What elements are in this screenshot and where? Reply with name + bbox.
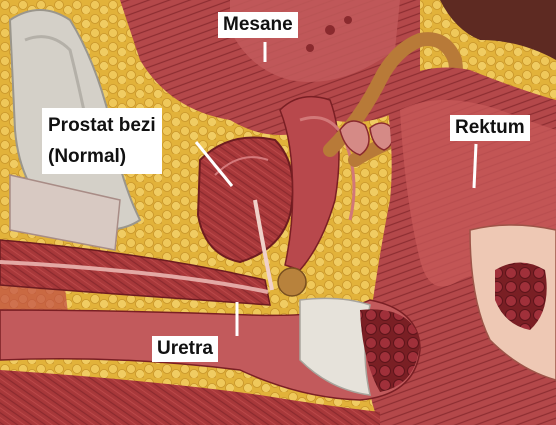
bladder-texture-dot: [344, 16, 352, 24]
rectum-leader-line: [474, 144, 476, 188]
prostate-label-line1: Prostat bezi: [48, 110, 156, 141]
bladder-texture-dot: [325, 25, 335, 35]
bulbourethral-gland: [278, 268, 306, 296]
rectum-label: Rektum: [450, 115, 530, 141]
prostate-label-line2: (Normal): [48, 141, 156, 172]
urethra-label: Uretra: [152, 336, 218, 362]
bladder-texture-dot: [306, 44, 314, 52]
bladder-label: Mesane: [218, 12, 298, 38]
prostate-label: Prostat bezi (Normal): [42, 108, 162, 174]
